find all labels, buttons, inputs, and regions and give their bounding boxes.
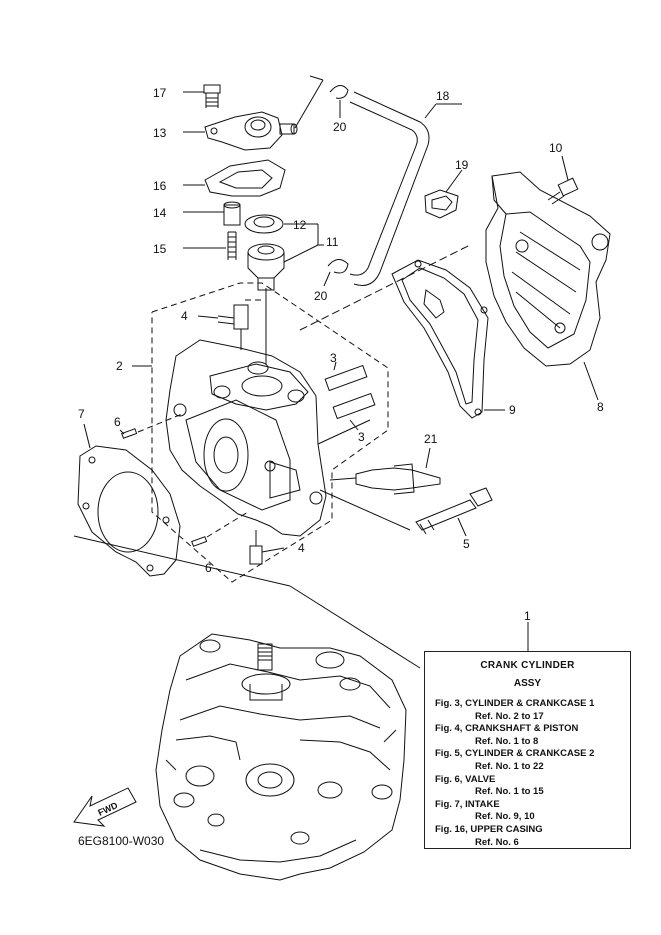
ref-range: Ref. No. 1 to 22 <box>475 760 544 772</box>
hose-clip-20a <box>329 85 349 118</box>
note-subtitle: ASSY <box>513 678 542 689</box>
leader-13-hose <box>294 79 324 129</box>
callout-4-lower: 4 <box>298 541 305 555</box>
ref-fig: Fig. 16, UPPER CASING <box>435 823 543 835</box>
gasket-16 <box>183 159 286 197</box>
ref-range: Ref. No. 6 <box>475 836 519 848</box>
gasket-9 <box>391 259 505 419</box>
spring-15 <box>183 231 237 260</box>
cylinder-block-2 <box>165 339 371 537</box>
callout-12: 12 <box>293 218 307 232</box>
callout-13: 13 <box>153 126 167 140</box>
ref-fig: Fig. 5, CYLINDER & CRANKCASE 2 <box>435 748 595 760</box>
crankcase-1 <box>155 633 407 881</box>
ref-fig: Fig. 6, VALVE <box>435 773 496 785</box>
callout-6-upper: 6 <box>114 415 121 429</box>
callout-10: 10 <box>549 141 563 155</box>
callout-20-bottom: 20 <box>314 289 328 303</box>
callout-15: 15 <box>153 242 167 256</box>
fwd-arrow-icon <box>73 787 137 827</box>
hose-clip-20b <box>323 259 349 287</box>
ref-range: Ref. No. 9, 10 <box>475 811 535 823</box>
fitting-4-lower <box>249 530 285 565</box>
callout-6-lower: 6 <box>205 561 212 575</box>
leader-20-top <box>309 75 324 81</box>
bolt-10 <box>547 155 579 205</box>
clamp-19 <box>424 169 463 219</box>
dowel-6-lower <box>191 511 249 547</box>
callout-18: 18 <box>436 89 450 103</box>
callout-11: 11 <box>326 235 339 249</box>
callout-14: 14 <box>153 206 167 220</box>
head-cover-8 <box>485 171 611 401</box>
guide-lines <box>73 535 421 669</box>
cylinder-gasket-7 <box>77 423 181 577</box>
fitting-4-upper <box>197 304 249 350</box>
ref-range: Ref. No. 1 to 15 <box>475 786 544 798</box>
ref-fig: Fig. 7, INTAKE <box>435 798 500 810</box>
diagram-code: 6EG8100-W030 <box>78 834 165 848</box>
callout-16: 16 <box>153 179 167 193</box>
callout-1: 1 <box>524 609 531 623</box>
thermostat-cover-13 <box>183 111 298 151</box>
axis-cover <box>299 244 471 331</box>
note-title: CRANK CYLINDER <box>480 660 575 671</box>
callout-5: 5 <box>463 537 470 551</box>
callout-8: 8 <box>597 400 604 414</box>
callout-17: 17 <box>153 86 167 100</box>
callout-3-lower: 3 <box>358 430 365 444</box>
bolt-17 <box>183 84 221 108</box>
dowel-6-upper <box>119 413 183 439</box>
callout-2: 2 <box>116 359 123 373</box>
ref-fig: Fig. 3, CYLINDER & CRANKCASE 1 <box>435 698 595 709</box>
ref-range: Ref. No. 1 to 8 <box>475 735 539 747</box>
assembly-frame <box>151 282 389 583</box>
spark-plug-21 <box>329 447 441 495</box>
ref-fig: Fig. 4, CRANKSHAFT & PISTON <box>435 723 579 735</box>
callout-3-upper: 3 <box>330 351 337 365</box>
stud-3-lower <box>332 392 376 431</box>
seal-12 <box>244 214 319 245</box>
callout-9: 9 <box>509 403 516 417</box>
callout-19: 19 <box>455 158 469 172</box>
bolt-5 <box>319 487 493 537</box>
stud-3-upper <box>324 361 368 392</box>
callout-4-upper: 4 <box>181 309 188 323</box>
reference-note-box: CRANK CYLINDER ASSY Fig. 3, CYLINDER & C… <box>424 651 631 849</box>
collar-14 <box>183 201 241 226</box>
hose-18 <box>349 91 437 286</box>
callout-21: 21 <box>424 432 438 446</box>
note-ref-list: Fig. 3, CYLINDER & CRANKCASE 1 Ref. No. … <box>435 698 594 849</box>
ref-range: Ref. No. 2 to 17 <box>475 710 544 722</box>
callout-20-top: 20 <box>333 120 347 134</box>
callout-7: 7 <box>78 407 85 421</box>
